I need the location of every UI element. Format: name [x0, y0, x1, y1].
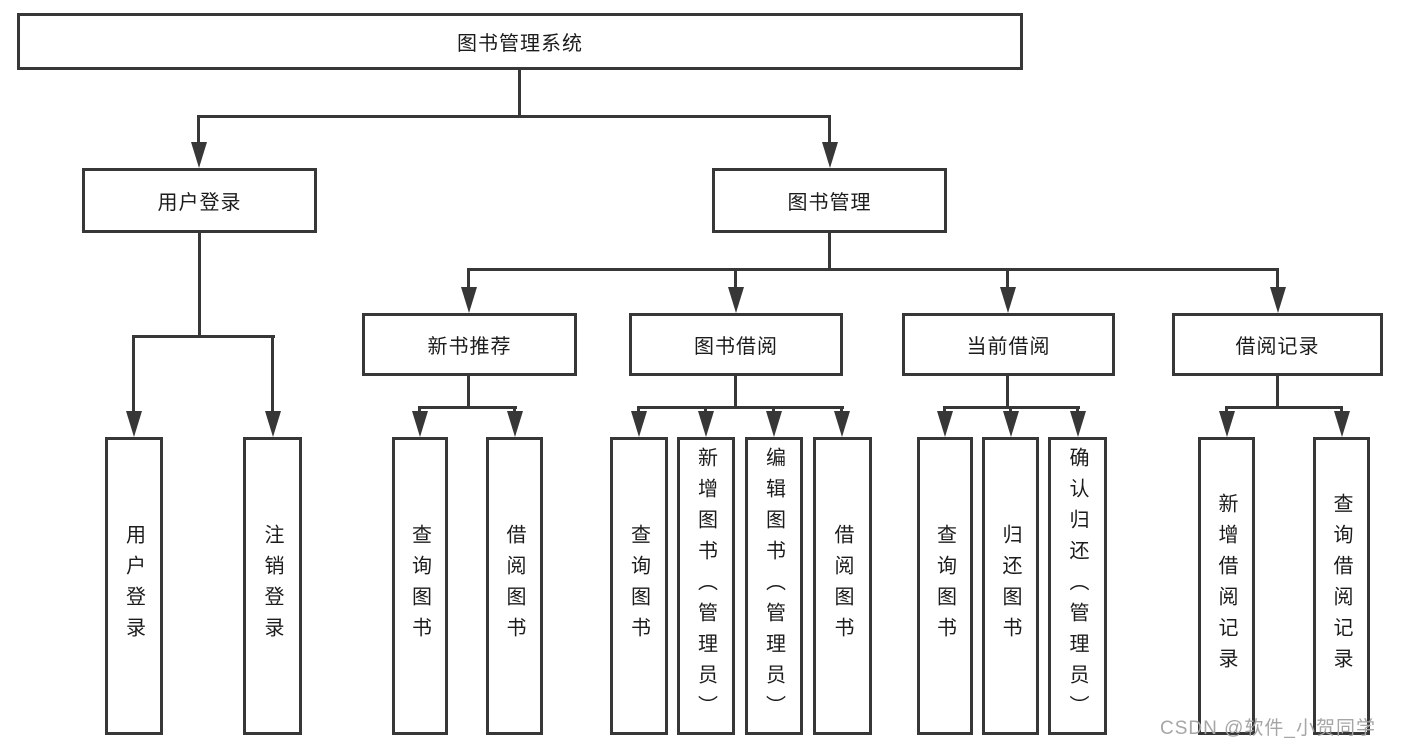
arrow-down-icon	[728, 287, 744, 313]
connector-line	[828, 115, 831, 146]
arrow-down-icon	[1000, 287, 1016, 313]
leaf-label: 借阅图书	[503, 524, 525, 648]
leaf-query-books: 查询图书	[917, 437, 973, 735]
leaf-label: 借阅图书	[831, 524, 853, 648]
leaf-label: 归还图书	[999, 524, 1021, 648]
node-label: 当前借阅	[966, 336, 1051, 358]
arrow-down-icon	[507, 411, 523, 437]
connector-line	[1076, 406, 1079, 415]
leaf-label: 新增图书（管理员）	[694, 446, 717, 726]
leaf-borrow-books: 借阅图书	[486, 437, 543, 735]
leaf-label: 查询图书	[933, 524, 956, 648]
leaf-label: 查询借阅记录	[1330, 493, 1352, 679]
connector-line	[418, 406, 421, 415]
arrow-down-icon	[1334, 411, 1350, 437]
leaf-add-books-admin: 新增图书（管理员）	[677, 437, 735, 735]
node-system-root: 图书管理系统	[17, 13, 1023, 70]
connector-line	[1340, 406, 1343, 415]
arrow-down-icon	[265, 411, 281, 437]
connector-line	[132, 335, 135, 413]
leaf-logout: 注销登录	[243, 437, 302, 735]
leaf-borrow-books: 借阅图书	[813, 437, 872, 735]
leaf-label: 查询图书	[408, 524, 431, 648]
connector-line	[734, 268, 737, 290]
connector-line	[198, 233, 201, 338]
connector-line	[637, 406, 844, 409]
arrow-down-icon	[631, 411, 647, 437]
connector-line	[1225, 406, 1228, 415]
arrow-down-icon	[834, 411, 850, 437]
connector-line	[637, 406, 640, 415]
connector-line	[734, 376, 737, 409]
leaf-query-books: 查询图书	[392, 437, 448, 735]
node-label: 借阅记录	[1235, 336, 1320, 358]
node-label: 图书管理系统	[457, 33, 583, 55]
leaf-label: 注销登录	[261, 524, 283, 648]
connector-line	[1006, 376, 1009, 409]
leaf-label: 查询图书	[627, 524, 650, 648]
arrow-down-icon	[1070, 411, 1086, 437]
leaf-label: 编辑图书（管理员）	[762, 446, 785, 726]
connector-line	[197, 115, 200, 146]
connector-line	[418, 406, 517, 409]
connector-line	[840, 406, 843, 415]
connector-line	[467, 268, 470, 290]
node-user-login: 用户登录	[82, 168, 317, 233]
connector-line	[828, 233, 831, 271]
connector-line	[1276, 268, 1279, 290]
node-label: 新书推荐	[427, 336, 512, 358]
arrow-down-icon	[766, 411, 782, 437]
connector-line	[772, 406, 775, 415]
connector-line	[1225, 406, 1343, 409]
connector-line	[513, 406, 516, 415]
arrow-down-icon	[937, 411, 953, 437]
node-borrow-records: 借阅记录	[1172, 313, 1383, 376]
leaf-user-login: 用户登录	[105, 437, 163, 735]
leaf-query-borrow-record: 查询借阅记录	[1313, 437, 1370, 735]
connector-line	[467, 268, 1279, 271]
node-book-borrow: 图书借阅	[629, 313, 843, 376]
connector-line	[704, 406, 707, 415]
node-book-management: 图书管理	[712, 168, 947, 233]
leaf-label: 新增借阅记录	[1215, 493, 1237, 679]
arrow-down-icon	[412, 411, 428, 437]
connector-line	[943, 406, 946, 415]
leaf-return-books: 归还图书	[982, 437, 1039, 735]
node-label: 图书借阅	[694, 336, 778, 358]
node-new-book-recommend: 新书推荐	[362, 313, 577, 376]
arrow-down-icon	[1003, 411, 1019, 437]
node-label: 用户登录	[157, 192, 242, 214]
arrow-down-icon	[698, 411, 714, 437]
leaf-confirm-return-admin: 确认归还（管理员）	[1048, 437, 1107, 735]
leaf-query-books: 查询图书	[610, 437, 668, 735]
arrow-down-icon	[126, 411, 142, 437]
watermark-text: CSDN @软件_小贺同学	[1160, 718, 1376, 739]
node-current-borrow: 当前借阅	[902, 313, 1115, 376]
connector-line	[1009, 406, 1012, 415]
connector-line	[271, 335, 274, 413]
arrow-down-icon	[1270, 287, 1286, 313]
connector-line	[518, 70, 521, 118]
arrow-down-icon	[822, 142, 838, 168]
node-label: 图书管理	[787, 192, 872, 214]
connector-line	[197, 115, 831, 118]
leaf-add-borrow-record: 新增借阅记录	[1198, 437, 1255, 735]
arrow-down-icon	[461, 287, 477, 313]
leaf-edit-books-admin: 编辑图书（管理员）	[745, 437, 803, 735]
leaf-label: 确认归还（管理员）	[1066, 446, 1088, 726]
connector-line	[1006, 268, 1009, 290]
leaf-label: 用户登录	[122, 524, 145, 648]
connector-line	[467, 376, 470, 409]
connector-line	[132, 335, 275, 338]
arrow-down-icon	[1219, 411, 1235, 437]
arrow-down-icon	[191, 142, 207, 168]
connector-line	[1276, 376, 1279, 409]
